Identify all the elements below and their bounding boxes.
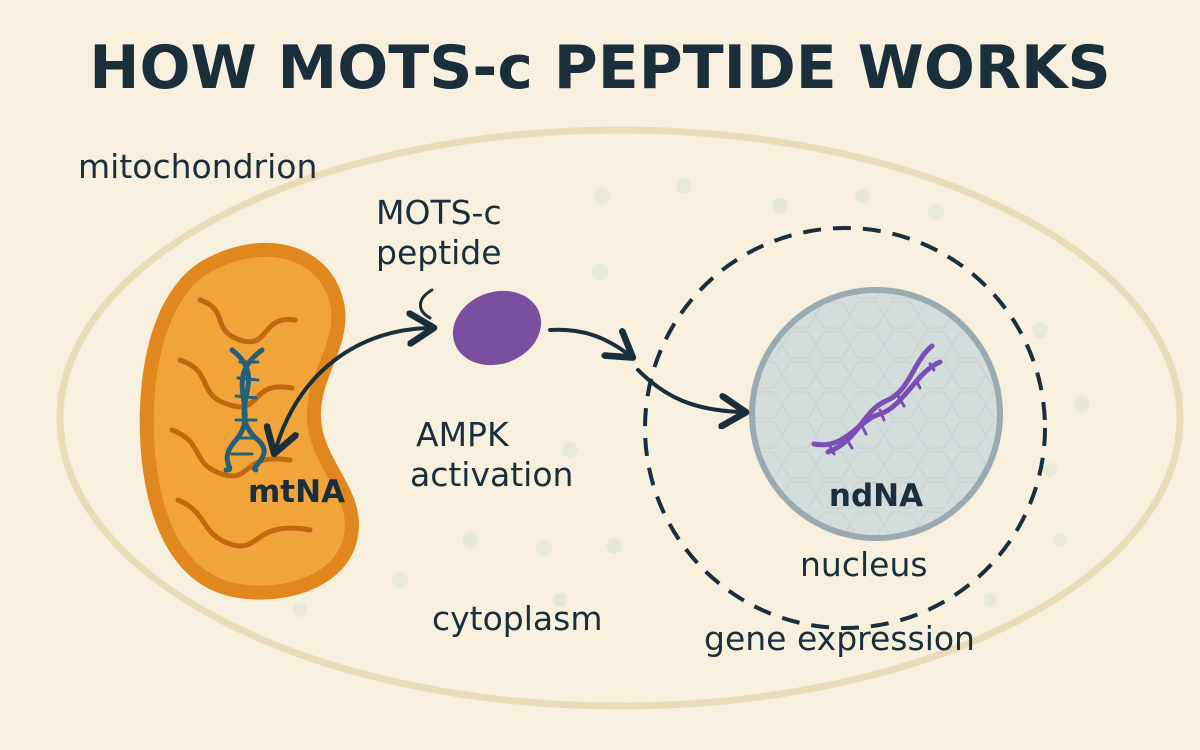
ampk-label-line2: activation [410, 455, 573, 494]
arrow-into-nucleus [636, 368, 740, 412]
nuclear-dna-helix-icon [811, 343, 943, 456]
cell-membrane [56, 126, 1184, 710]
ampk-label-line1: AMPK [416, 415, 510, 454]
arrow-peptide-to-mtdna [276, 328, 428, 448]
cytoplasm-speckles [293, 178, 1090, 617]
gene-expression-label: gene expression [704, 619, 975, 658]
mtdna-label: mtNA [248, 474, 345, 510]
page-title: HOW MOTS-c PEPTIDE WORKS [89, 33, 1110, 103]
cytoplasm-label: cytoplasm [432, 599, 602, 638]
arrow-peptide-to-nucleus [548, 327, 628, 354]
ndna-label: ndNA [829, 478, 923, 514]
peptide-label-line2: peptide [376, 233, 502, 272]
mitochondrion-label: mitochondrion [78, 147, 317, 186]
nucleus-label: nucleus [800, 545, 928, 584]
nuclear-envelope [643, 226, 1047, 630]
peptide-oval-icon [452, 290, 542, 366]
mt-dna-helix-icon [223, 347, 267, 473]
peptide-label-line1: MOTS-c [376, 193, 502, 232]
